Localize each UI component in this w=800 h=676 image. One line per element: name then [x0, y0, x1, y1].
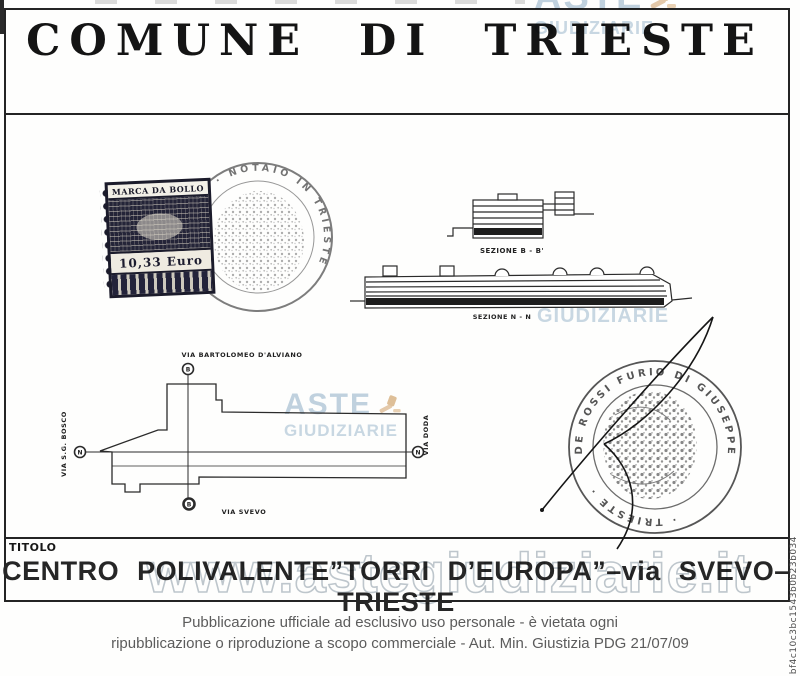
titolo-label: TITOLO — [9, 541, 57, 554]
plan-drawing: B B N N VIA BARTOLOMEO D'ALVIANO VIA SVE… — [60, 351, 430, 516]
plan-axis-marker-right: N — [415, 450, 420, 457]
document-header-title: COMUNE DI TRIESTE — [26, 16, 764, 66]
plan-axis-marker-bottom: B — [187, 502, 192, 509]
footer-line-2: ripubblicazione o riproduzione a scopo c… — [111, 635, 689, 652]
watermark-aste-text: ASTE — [284, 388, 373, 421]
street-label-top: VIA BARTOLOMEO D'ALVIANO — [181, 351, 302, 359]
footer-disclaimer: Pubblicazione ufficiale ad esclusivo uso… — [0, 612, 800, 654]
watermark-giudiziarie-text: GIUDIZIARIE — [534, 18, 655, 38]
gavel-icon — [376, 394, 402, 418]
gavel-icon — [647, 0, 677, 14]
scan-top-smudge — [95, 0, 525, 4]
section-b-label: SEZIONE B - B' — [480, 247, 544, 255]
url-watermark: www.astegiudiziarie.it — [146, 540, 752, 605]
edge-code: bf4c10c3bc1543b0b23b034 — [789, 535, 799, 674]
section-drawing-n: SEZIONE N - N — [350, 265, 693, 321]
footer-line-1: Pubblicazione ufficiale ad esclusivo uso… — [182, 614, 618, 631]
watermark-giudiziarie-text: GIUDIZIARIE — [284, 421, 398, 440]
street-label-right: VIA DODA — [422, 415, 430, 456]
section-drawing-b: SEZIONE B - B' — [447, 191, 594, 255]
signature — [540, 316, 714, 550]
street-label-bottom: VIA SVEVO — [222, 508, 267, 516]
aste-giudiziarie-watermark-top: ASTE GIUDIZIARIE — [534, 0, 677, 37]
plan-axis-marker-top: B — [186, 367, 191, 374]
plan-axis-marker-left: N — [77, 450, 82, 457]
aste-giudiziarie-watermark-plan: ASTE GIUDIZIARIE — [284, 390, 402, 439]
colosseum-emblem — [108, 195, 211, 255]
section-n-label: SEZIONE N - N — [473, 313, 532, 321]
watermark-aste-text: ASTE — [534, 0, 643, 16]
header-divider — [4, 113, 790, 115]
watermark-giudiziarie-text: GIUDIZIARIE — [537, 305, 670, 327]
scan-edge-artifact — [0, 0, 4, 34]
street-label-left: VIA S.G. BOSCO — [60, 411, 68, 477]
marca-da-bollo-footer-band — [111, 270, 213, 296]
marca-da-bollo-stamp: MARCA DA BOLLO 10,33 Euro — [104, 177, 216, 299]
document-border — [4, 8, 790, 602]
title-divider — [4, 537, 790, 539]
document-title: CENTRO POLIVALENTE”TORRI D’EUROPA”–via S… — [2, 556, 790, 617]
